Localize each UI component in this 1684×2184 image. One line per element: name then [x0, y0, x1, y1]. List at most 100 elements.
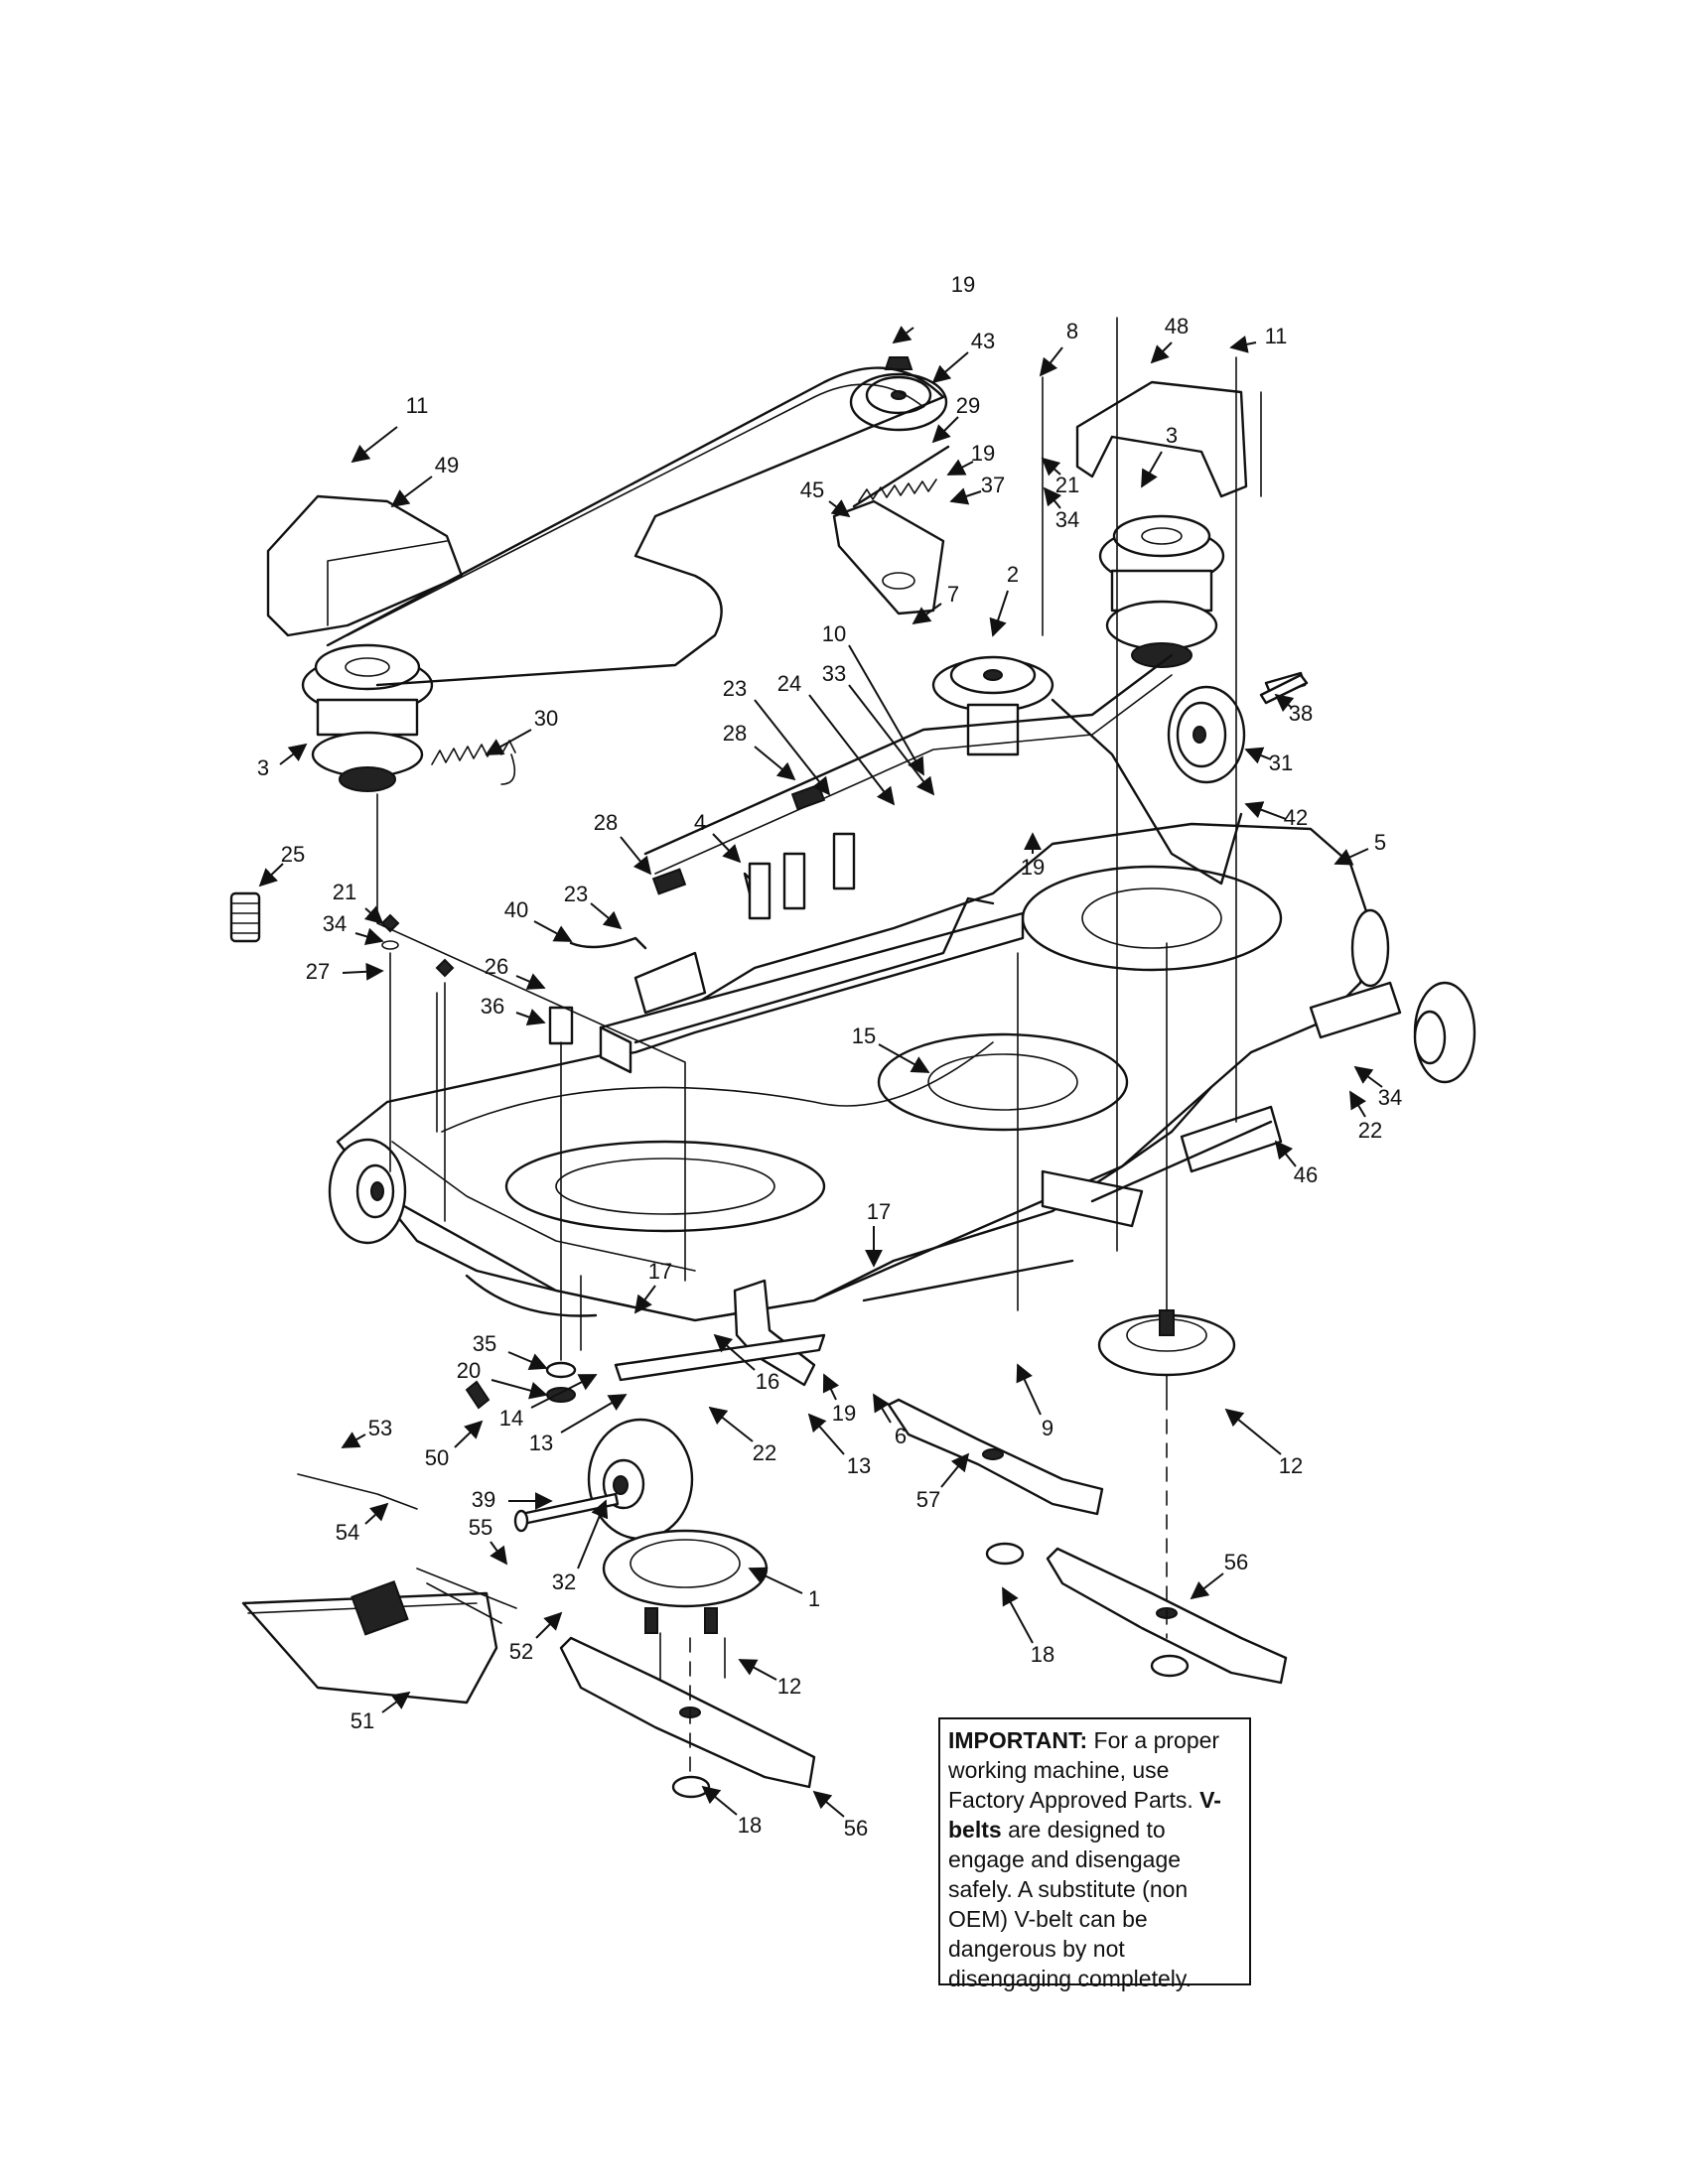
callout-c40: 40 — [504, 897, 528, 922]
leader-arrow-c2 — [989, 590, 1009, 637]
callout-c33: 33 — [822, 661, 846, 686]
callout-c11a: 11 — [1265, 324, 1288, 348]
leader-arrow-c23a — [754, 699, 831, 796]
callout-c4: 4 — [694, 810, 706, 835]
leader-arrow-c1 — [748, 1567, 803, 1594]
callout-c17b: 17 — [648, 1259, 672, 1284]
callout-c10: 10 — [822, 621, 846, 646]
leader-arrow-c17b — [633, 1285, 656, 1314]
leader-arrow-c22a — [1349, 1090, 1367, 1118]
leader-arrow-c19a — [892, 326, 914, 344]
leader-arrow-c40 — [533, 920, 573, 942]
mower-deck-shell — [336, 822, 1372, 1322]
leader-arrow-c18b — [701, 1785, 738, 1816]
spring-30 — [431, 740, 516, 785]
callout-c30: 30 — [534, 706, 558, 731]
leader-arrow-c20 — [491, 1379, 548, 1400]
important-notice-box: IMPORTANT: For a proper working machine,… — [938, 1717, 1251, 1991]
callout-c42: 42 — [1284, 805, 1308, 830]
leader-arrow-c4 — [712, 833, 742, 864]
leader-arrow-c10 — [848, 644, 924, 776]
callout-c51: 51 — [351, 1708, 374, 1733]
callout-c23a: 23 — [723, 676, 747, 701]
leader-arrow-c13a — [560, 1394, 628, 1433]
leader-arrow-c30 — [485, 729, 532, 755]
callout-c56b: 56 — [844, 1816, 868, 1841]
callout-c34b: 34 — [323, 911, 347, 936]
callout-c2: 2 — [1007, 562, 1019, 587]
blade-56-left — [559, 1636, 816, 1799]
callout-c15: 15 — [852, 1024, 876, 1048]
leader-arrow-c38 — [1274, 693, 1295, 713]
v-belt — [326, 366, 1243, 886]
callout-c3b: 3 — [257, 755, 269, 780]
spindle-housing-1 — [602, 1529, 769, 1689]
leader-arrow-c29 — [931, 416, 959, 444]
leader-arrow-c6 — [873, 1393, 892, 1424]
callout-c50: 50 — [425, 1445, 449, 1470]
idler-arm-45 — [832, 499, 945, 615]
leader-arrow-c28a — [754, 746, 796, 781]
callout-c26: 26 — [485, 954, 508, 979]
callout-c34a: 34 — [1055, 507, 1079, 532]
leader-arrow-c25 — [258, 863, 284, 887]
leader-arrow-c8 — [1039, 346, 1063, 377]
notice-text-2: are designed to engage and disengage saf… — [948, 1817, 1193, 1991]
center-lines — [376, 793, 1168, 1778]
callout-c28b: 28 — [594, 810, 618, 835]
leader-arrow-c55 — [490, 1541, 508, 1566]
leader-arrow-c48 — [1150, 341, 1173, 364]
callout-c57: 57 — [916, 1487, 940, 1512]
callout-c5: 5 — [1374, 830, 1386, 855]
leader-arrow-c45 — [828, 499, 851, 518]
callout-c49: 49 — [435, 453, 459, 478]
callout-c29: 29 — [956, 393, 980, 418]
leader-arrow-c32 — [577, 1499, 609, 1570]
callout-c12b: 12 — [777, 1674, 801, 1699]
leader-arrow-c37 — [949, 487, 982, 505]
callout-c22a: 22 — [1358, 1118, 1382, 1143]
front-gauge-wheel-32 — [513, 1418, 694, 1541]
callout-c13a: 13 — [529, 1431, 553, 1455]
leader-arrow-c35 — [507, 1351, 548, 1371]
callout-c21b: 21 — [333, 880, 356, 904]
leader-arrow-c42 — [1244, 801, 1287, 820]
callout-c34c: 34 — [1378, 1085, 1402, 1110]
leader-arrow-c46 — [1274, 1140, 1297, 1167]
callout-c32: 32 — [552, 1570, 576, 1594]
gauge-wheel-right — [1309, 908, 1476, 1084]
notice-vbelts: V-belts — [948, 1787, 1221, 1843]
leader-arrow-c11a — [1229, 335, 1257, 353]
leader-arrow-c12b — [738, 1659, 777, 1681]
callout-c7: 7 — [947, 582, 959, 607]
leader-arrow-c3a — [1141, 451, 1163, 488]
leader-arrow-c56a — [1190, 1572, 1224, 1600]
callout-c43: 43 — [971, 329, 995, 353]
callout-c52: 52 — [509, 1639, 533, 1664]
leader-arrow-c36 — [515, 1009, 546, 1026]
leader-arrow-c24 — [808, 694, 896, 806]
left-hardware-stack — [380, 913, 577, 1403]
leader-arrow-c27 — [342, 962, 384, 981]
callout-c48: 48 — [1165, 314, 1189, 339]
spring-29 — [852, 445, 950, 508]
callout-c19c: 19 — [1021, 855, 1045, 880]
leader-arrow-c49 — [390, 476, 433, 508]
leader-arrow-c43 — [931, 351, 969, 384]
callout-c18b: 18 — [738, 1813, 762, 1838]
discharge-chute-51 — [241, 1380, 517, 1705]
left-spindle-assembly — [301, 643, 434, 792]
leader-arrow-c34c — [1353, 1065, 1383, 1088]
right-hardware-stack — [1017, 317, 1262, 1411]
leader-arrow-c51 — [381, 1691, 411, 1713]
leader-arrow-c9 — [1016, 1363, 1042, 1416]
callout-c12a: 12 — [1279, 1453, 1303, 1478]
callout-c38: 38 — [1289, 701, 1313, 726]
callout-c54: 54 — [336, 1520, 359, 1545]
callout-c1: 1 — [808, 1586, 820, 1611]
leader-arrow-c13b — [807, 1413, 845, 1455]
callout-c20: 20 — [457, 1358, 481, 1383]
leader-arrow-c53 — [341, 1432, 366, 1448]
leader-arrow-c28b — [620, 836, 652, 876]
